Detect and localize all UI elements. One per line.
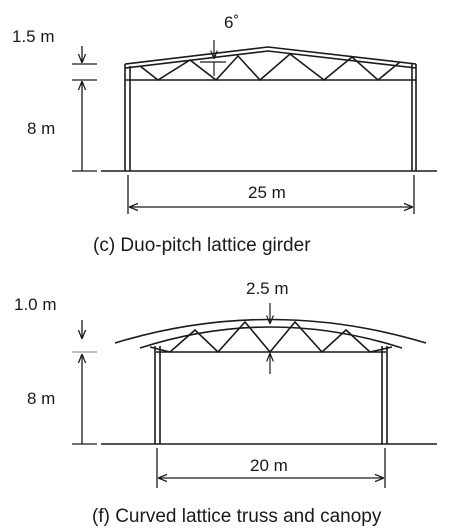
curved-truss-f xyxy=(114,318,427,354)
curved-truss-diagram xyxy=(72,303,437,488)
span-label-c: 25 m xyxy=(248,183,286,202)
angle-marker-c xyxy=(200,40,226,76)
height-dimension-c xyxy=(72,46,97,172)
span-label-f: 20 m xyxy=(250,456,288,475)
roof-height-label-f: 1.0 m xyxy=(14,295,57,314)
lattice-girder-c xyxy=(124,46,417,82)
angle-label-c: 6˚ xyxy=(224,13,239,32)
span-dimension-c xyxy=(127,175,415,214)
rise-label-f: 2.5 m xyxy=(246,279,289,298)
column-height-label-f: 8 m xyxy=(27,389,55,408)
duo-pitch-girder-diagram xyxy=(72,40,437,214)
height-dimension-f xyxy=(72,320,97,445)
caption-f: (f) Curved lattice truss and canopy xyxy=(92,506,382,527)
caption-c: (c) Duo-pitch lattice girder xyxy=(93,235,311,256)
left-column-f xyxy=(154,346,161,444)
right-column-f xyxy=(381,346,388,444)
roof-height-label-c: 1.5 m xyxy=(12,27,55,46)
span-dimension-f xyxy=(156,448,386,488)
left-column-c xyxy=(124,64,131,171)
right-column-c xyxy=(411,64,417,171)
column-height-label-c: 8 m xyxy=(27,119,55,138)
